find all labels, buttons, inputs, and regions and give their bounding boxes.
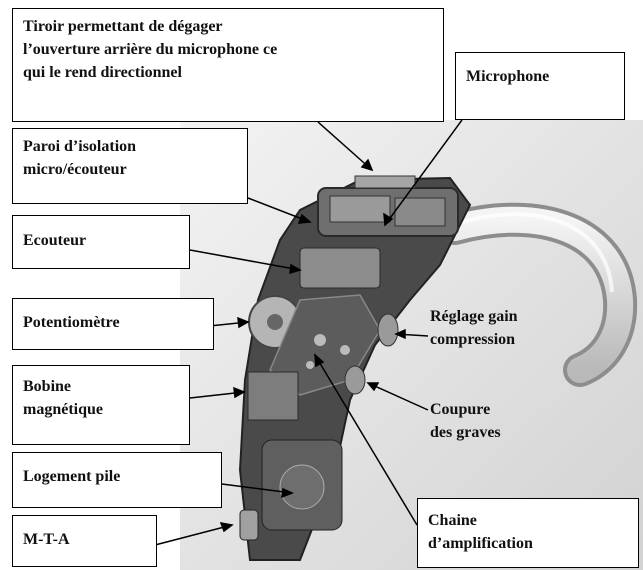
label-reglage-gain: Réglage gain compression (430, 305, 518, 351)
drawer-slider (355, 176, 415, 188)
bass-cut-trimmer (345, 366, 365, 394)
label-ecouteur: Ecouteur (12, 215, 190, 269)
label-potentiometre: Potentiomètre (12, 298, 214, 350)
label-logement-pile: Logement pile (12, 452, 222, 508)
magnetic-coil (248, 372, 298, 420)
label-bobine: Bobine magnétique (12, 365, 190, 445)
label-paroi: Paroi d’isolation micro/écouteur (12, 128, 248, 204)
label-mta: M-T-A (12, 515, 157, 567)
receiver-component (300, 248, 380, 288)
gain-trimmer (378, 314, 398, 346)
label-chaine: Chaine d’amplification (417, 498, 639, 568)
label-tiroir: Tiroir permettant de dégager l’ouverture… (12, 8, 444, 122)
label-coupure-graves: Coupure des graves (430, 398, 501, 444)
label-microphone: Microphone (455, 52, 625, 120)
mta-switch (240, 510, 258, 540)
